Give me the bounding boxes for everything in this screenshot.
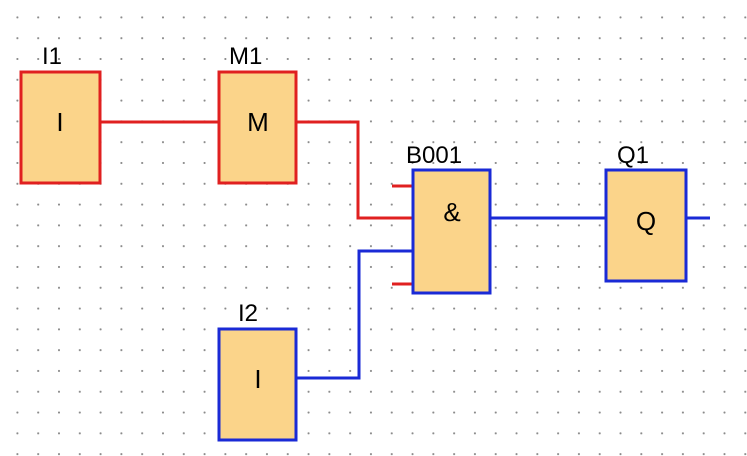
block-q1-label: Q1 (617, 142, 649, 169)
block-i2-body[interactable] (217, 327, 298, 442)
block-q1-glyph: Q (636, 206, 656, 236)
block-m1-glyph: M (247, 107, 269, 137)
wire-i2-to-b001-input-3[interactable] (296, 249, 413, 380)
block-i2[interactable]: I2 I (217, 300, 298, 442)
block-q1-body[interactable] (604, 168, 688, 283)
block-m1[interactable]: M1 M (217, 43, 298, 185)
block-i1-glyph: I (56, 107, 63, 137)
block-m1-body[interactable] (217, 70, 298, 185)
block-i1-body[interactable] (19, 70, 102, 185)
block-b001-body[interactable] (411, 168, 492, 295)
block-i1[interactable]: I1 I (19, 43, 102, 185)
block-b001-glyph: & (443, 197, 460, 227)
block-q1[interactable]: Q1 Q (604, 142, 688, 283)
block-i2-label: I2 (238, 300, 258, 327)
block-i2-glyph: I (254, 364, 261, 394)
block-b001-label: B001 (406, 142, 462, 169)
wire-m1-to-b001-input-2[interactable] (296, 120, 413, 220)
block-b001[interactable]: B001 & (406, 142, 492, 295)
block-m1-label: M1 (229, 43, 262, 70)
block-i1-label: I1 (42, 43, 62, 70)
